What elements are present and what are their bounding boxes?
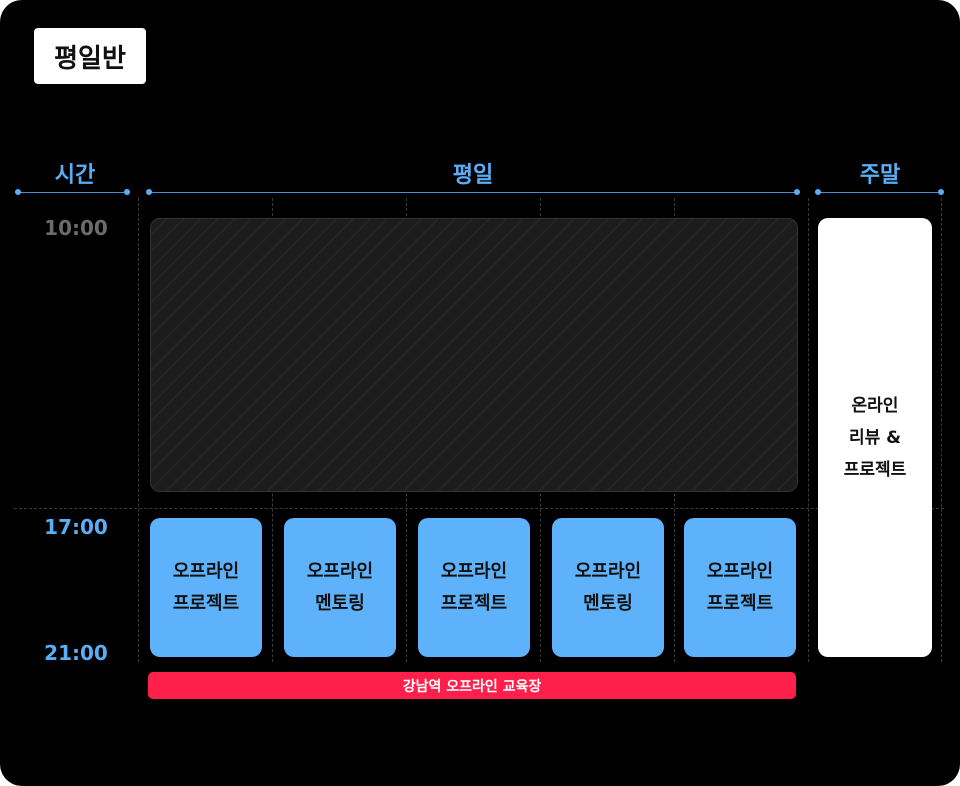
weekend-header-dot-right (938, 189, 944, 195)
weekend-line-2: 리뷰 & (848, 427, 902, 448)
grid-line-vertical (138, 198, 139, 662)
time-label-17: 17:00 (44, 515, 108, 539)
weekday-block-4: 오프라인 멘토링 (552, 518, 664, 657)
block-line-2: 멘토링 (583, 592, 633, 614)
block-line-2: 프로젝트 (706, 592, 774, 614)
weekend-line-1: 온라인 (851, 395, 899, 416)
time-header-line (18, 192, 128, 193)
block-line-2: 멘토링 (315, 592, 365, 614)
weekday-header-dot-left (146, 189, 152, 195)
weekend-column-label: 주말 (859, 163, 901, 188)
location-bar: 강남역 오프라인 교육장 (148, 672, 796, 699)
time-label-10: 10:00 (44, 216, 108, 240)
weekend-header-line (818, 192, 942, 193)
weekday-header-line (150, 192, 798, 193)
weekday-block-2: 오프라인 멘토링 (284, 518, 396, 657)
weekday-column-label: 평일 (452, 163, 494, 188)
block-line-1: 오프라인 (172, 560, 240, 582)
class-type-badge: 평일반 (34, 28, 146, 84)
weekend-header-dot-left (815, 189, 821, 195)
weekend-block: 온라인 리뷰 & 프로젝트 (818, 218, 932, 657)
time-column-label: 시간 (54, 163, 96, 188)
block-line-2: 프로젝트 (440, 592, 508, 614)
block-line-1: 오프라인 (306, 560, 374, 582)
block-line-1: 오프라인 (574, 560, 642, 582)
time-label-21: 21:00 (44, 641, 108, 665)
grid-line-vertical (941, 198, 942, 662)
block-line-1: 오프라인 (706, 560, 774, 582)
weekday-block-5: 오프라인 프로젝트 (684, 518, 796, 657)
time-header-dot-right (124, 189, 130, 195)
block-line-2: 프로젝트 (172, 592, 240, 614)
weekday-header-dot-right (794, 189, 800, 195)
time-header-dot-left (15, 189, 21, 195)
weekday-daytime-empty-area (150, 218, 798, 492)
grid-line-vertical (808, 198, 809, 662)
grid-line-horizontal (14, 508, 944, 509)
block-line-1: 오프라인 (440, 560, 508, 582)
weekend-line-3: 프로젝트 (843, 459, 907, 480)
weekday-block-3: 오프라인 프로젝트 (418, 518, 530, 657)
weekday-block-1: 오프라인 프로젝트 (150, 518, 262, 657)
